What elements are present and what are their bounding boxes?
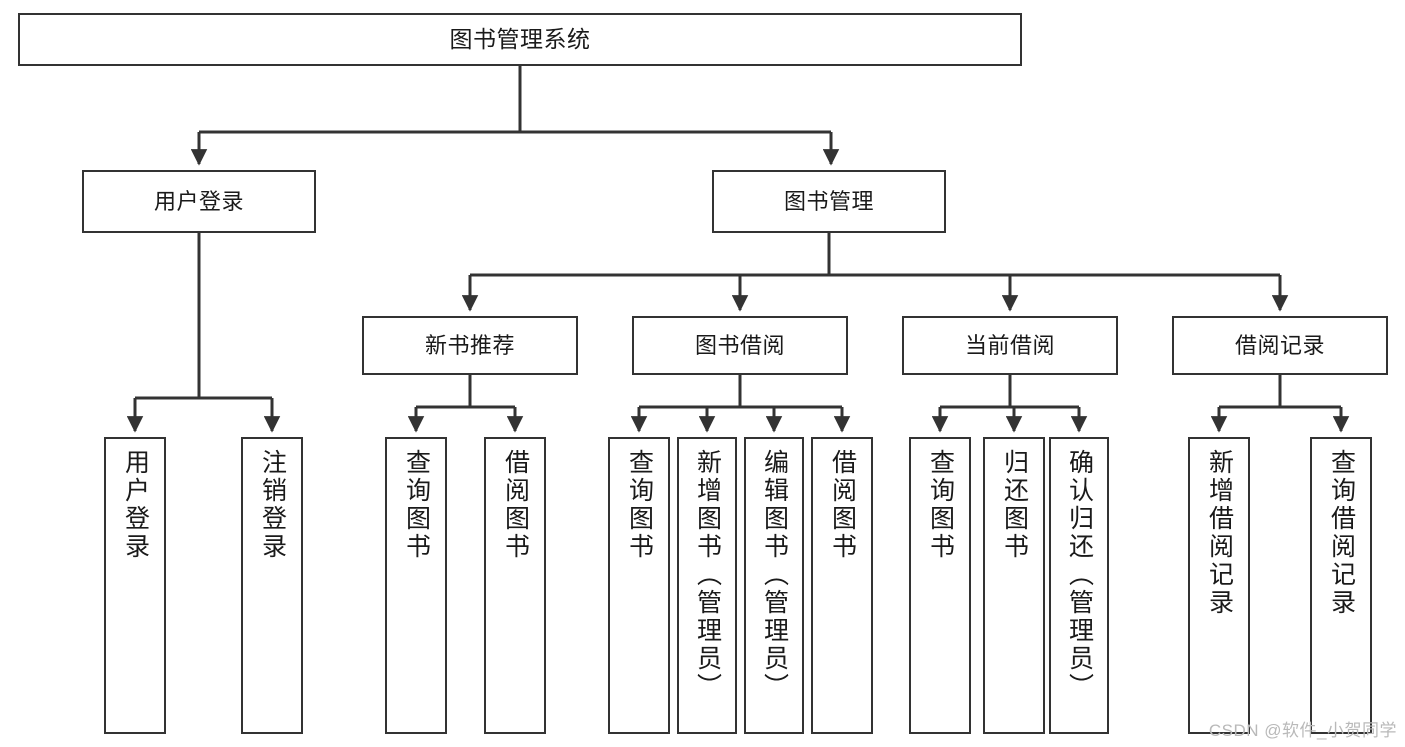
node-current-borrow-label: 当前借阅 bbox=[964, 332, 1055, 358]
node-root[interactable]: 图书管理系统 bbox=[18, 13, 1022, 66]
node-leaf-borrow-book-2-label: 借阅图书 bbox=[828, 449, 857, 561]
node-leaf-add-record[interactable]: 新增借阅记录 bbox=[1188, 437, 1250, 734]
node-user-login[interactable]: 用户登录 bbox=[82, 170, 316, 233]
node-leaf-query-book-1-label: 查询图书 bbox=[402, 449, 431, 561]
node-leaf-query-record-label: 查询借阅记录 bbox=[1327, 449, 1356, 617]
node-leaf-borrow-book-1-label: 借阅图书 bbox=[501, 449, 530, 561]
node-book-borrow-label: 图书借阅 bbox=[694, 332, 785, 358]
node-new-book-recommend-label: 新书推荐 bbox=[424, 332, 515, 358]
node-leaf-borrow-book-2[interactable]: 借阅图书 bbox=[811, 437, 873, 734]
node-current-borrow[interactable]: 当前借阅 bbox=[902, 316, 1118, 375]
node-leaf-edit-book-label: 编辑图书（管理员） bbox=[760, 449, 789, 701]
node-leaf-logout-label: 注销登录 bbox=[258, 449, 287, 561]
node-leaf-query-book-2-label: 查询图书 bbox=[625, 449, 654, 561]
node-leaf-query-record[interactable]: 查询借阅记录 bbox=[1310, 437, 1372, 734]
node-leaf-confirm-return-label: 确认归还（管理员） bbox=[1065, 449, 1094, 701]
node-leaf-borrow-book-1[interactable]: 借阅图书 bbox=[484, 437, 546, 734]
node-leaf-add-book-label: 新增图书（管理员） bbox=[693, 449, 722, 701]
node-user-login-label: 用户登录 bbox=[153, 188, 244, 214]
node-book-borrow[interactable]: 图书借阅 bbox=[632, 316, 848, 375]
node-book-manage[interactable]: 图书管理 bbox=[712, 170, 946, 233]
node-new-book-recommend[interactable]: 新书推荐 bbox=[362, 316, 578, 375]
node-leaf-query-book-3[interactable]: 查询图书 bbox=[909, 437, 971, 734]
node-leaf-confirm-return[interactable]: 确认归还（管理员） bbox=[1049, 437, 1109, 734]
node-borrow-record-label: 借阅记录 bbox=[1234, 332, 1325, 358]
node-borrow-record[interactable]: 借阅记录 bbox=[1172, 316, 1388, 375]
node-leaf-add-book[interactable]: 新增图书（管理员） bbox=[677, 437, 737, 734]
node-leaf-return-book[interactable]: 归还图书 bbox=[983, 437, 1045, 734]
node-leaf-return-book-label: 归还图书 bbox=[1000, 449, 1029, 561]
node-leaf-logout[interactable]: 注销登录 bbox=[241, 437, 303, 734]
node-leaf-query-book-2[interactable]: 查询图书 bbox=[608, 437, 670, 734]
node-leaf-query-book-1[interactable]: 查询图书 bbox=[385, 437, 447, 734]
node-root-label: 图书管理系统 bbox=[449, 25, 591, 52]
node-leaf-user-login[interactable]: 用户登录 bbox=[104, 437, 166, 734]
node-leaf-user-login-label: 用户登录 bbox=[121, 449, 150, 561]
node-leaf-edit-book[interactable]: 编辑图书（管理员） bbox=[744, 437, 804, 734]
node-leaf-add-record-label: 新增借阅记录 bbox=[1205, 449, 1234, 617]
node-book-manage-label: 图书管理 bbox=[783, 188, 874, 214]
node-leaf-query-book-3-label: 查询图书 bbox=[926, 449, 955, 561]
